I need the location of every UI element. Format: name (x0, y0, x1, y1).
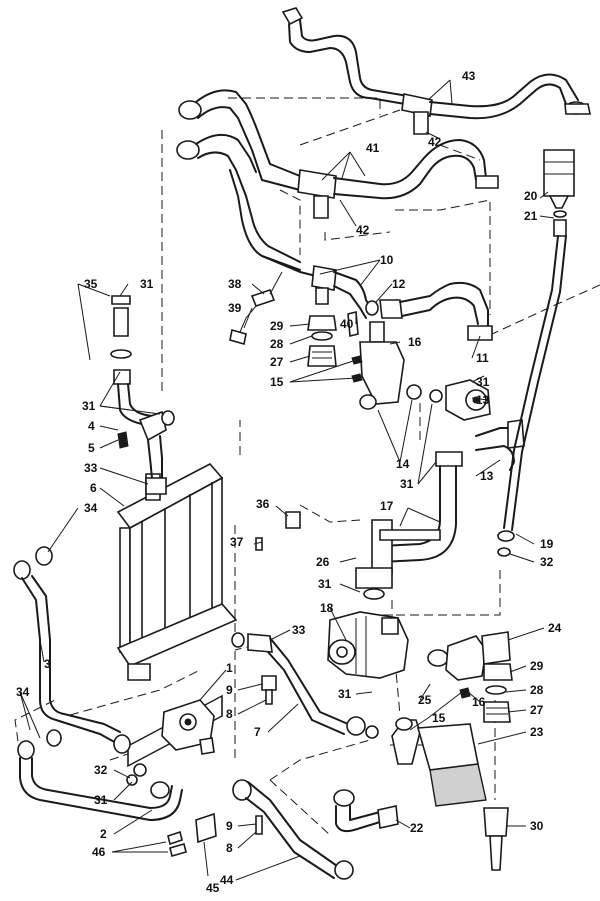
left-loop-pipe-3 (13, 546, 131, 754)
callout-29: 29 (530, 659, 544, 673)
callout-29: 29 (270, 319, 284, 333)
lower-pipe-2 (17, 740, 183, 821)
callout-13: 13 (480, 469, 494, 483)
callout-11: 11 (476, 351, 489, 365)
callout-45: 45 (206, 881, 220, 895)
centre-fittings (307, 310, 422, 410)
pump-23 (391, 717, 487, 807)
pump-motor-18 (327, 611, 409, 679)
callout-42: 42 (428, 135, 442, 149)
callout-34: 34 (84, 501, 98, 515)
callout-15: 15 (432, 711, 446, 725)
callout-27: 27 (530, 703, 544, 717)
sensor-45 (167, 812, 217, 857)
callout-23: 23 (530, 725, 544, 739)
pipe-44 (232, 779, 354, 880)
callout-2: 2 (100, 827, 107, 841)
callout-26: 26 (316, 555, 330, 569)
callout-28: 28 (530, 683, 544, 697)
callout-31: 31 (476, 375, 490, 389)
callout-6: 6 (90, 481, 97, 495)
left-riser-4 (110, 295, 175, 495)
callout-1: 1 (226, 661, 233, 675)
callout-14: 14 (396, 457, 410, 471)
hose-10 (261, 255, 493, 341)
callout-20: 20 (524, 189, 538, 203)
callout-8: 8 (226, 841, 233, 855)
callout-41: 41 (366, 141, 380, 155)
callout-7: 7 (254, 725, 261, 739)
sensor-38 (229, 271, 283, 346)
callout-10: 10 (380, 253, 394, 267)
callout-4: 4 (88, 419, 95, 433)
callout-39: 39 (228, 301, 242, 315)
callout-31: 31 (82, 399, 96, 413)
callout-31: 31 (400, 477, 414, 491)
callout-33: 33 (84, 461, 98, 475)
callout-15: 15 (270, 375, 284, 389)
callout-5: 5 (88, 441, 95, 455)
valve-1 (161, 699, 215, 755)
callout-37: 37 (230, 535, 244, 549)
callout-3: 3 (44, 657, 51, 671)
callout-13: 13 (476, 393, 490, 407)
callout-43: 43 (462, 69, 476, 83)
callout-leader-lines (19, 79, 555, 881)
callout-28: 28 (270, 337, 284, 351)
pipe-17 (355, 451, 463, 600)
sensor-36 (255, 511, 301, 551)
callout-46: 46 (92, 845, 106, 859)
callout-16: 16 (408, 335, 422, 349)
upper-hose-41 (176, 89, 499, 271)
pipe-7 (231, 632, 379, 739)
callout-18: 18 (320, 601, 334, 615)
callout-9: 9 (226, 819, 233, 833)
callout-32: 32 (540, 555, 554, 569)
callout-31: 31 (318, 577, 332, 591)
callout-16: 16 (472, 695, 486, 709)
upper-hose-43 (281, 7, 591, 135)
callout-labels: 43 42 41 42 20 21 10 12 38 39 35 31 29 2… (16, 69, 562, 895)
callout-21: 21 (524, 209, 538, 223)
filter-20 (497, 149, 575, 557)
callout-8: 8 (226, 707, 233, 721)
callout-19: 19 (540, 537, 554, 551)
valve-24-section (427, 631, 513, 871)
callout-36: 36 (256, 497, 270, 511)
callout-27: 27 (270, 355, 284, 369)
callout-34: 34 (16, 685, 30, 699)
callout-25: 25 (418, 693, 432, 707)
callout-31: 31 (94, 793, 108, 807)
callout-44: 44 (220, 873, 234, 887)
callout-12: 12 (392, 277, 406, 291)
callout-17: 17 (380, 499, 394, 513)
callout-42: 42 (356, 223, 370, 237)
callout-35: 35 (84, 277, 98, 291)
callout-31: 31 (140, 277, 154, 291)
callout-30: 30 (530, 819, 544, 833)
fitting-22 (333, 789, 399, 833)
callout-32: 32 (94, 763, 108, 777)
callout-24: 24 (548, 621, 562, 635)
callout-31: 31 (338, 687, 352, 701)
callout-38: 38 (228, 277, 242, 291)
callout-9: 9 (226, 683, 233, 697)
callout-22: 22 (410, 821, 424, 835)
callout-33: 33 (292, 623, 306, 637)
callout-40: 40 (340, 317, 354, 331)
